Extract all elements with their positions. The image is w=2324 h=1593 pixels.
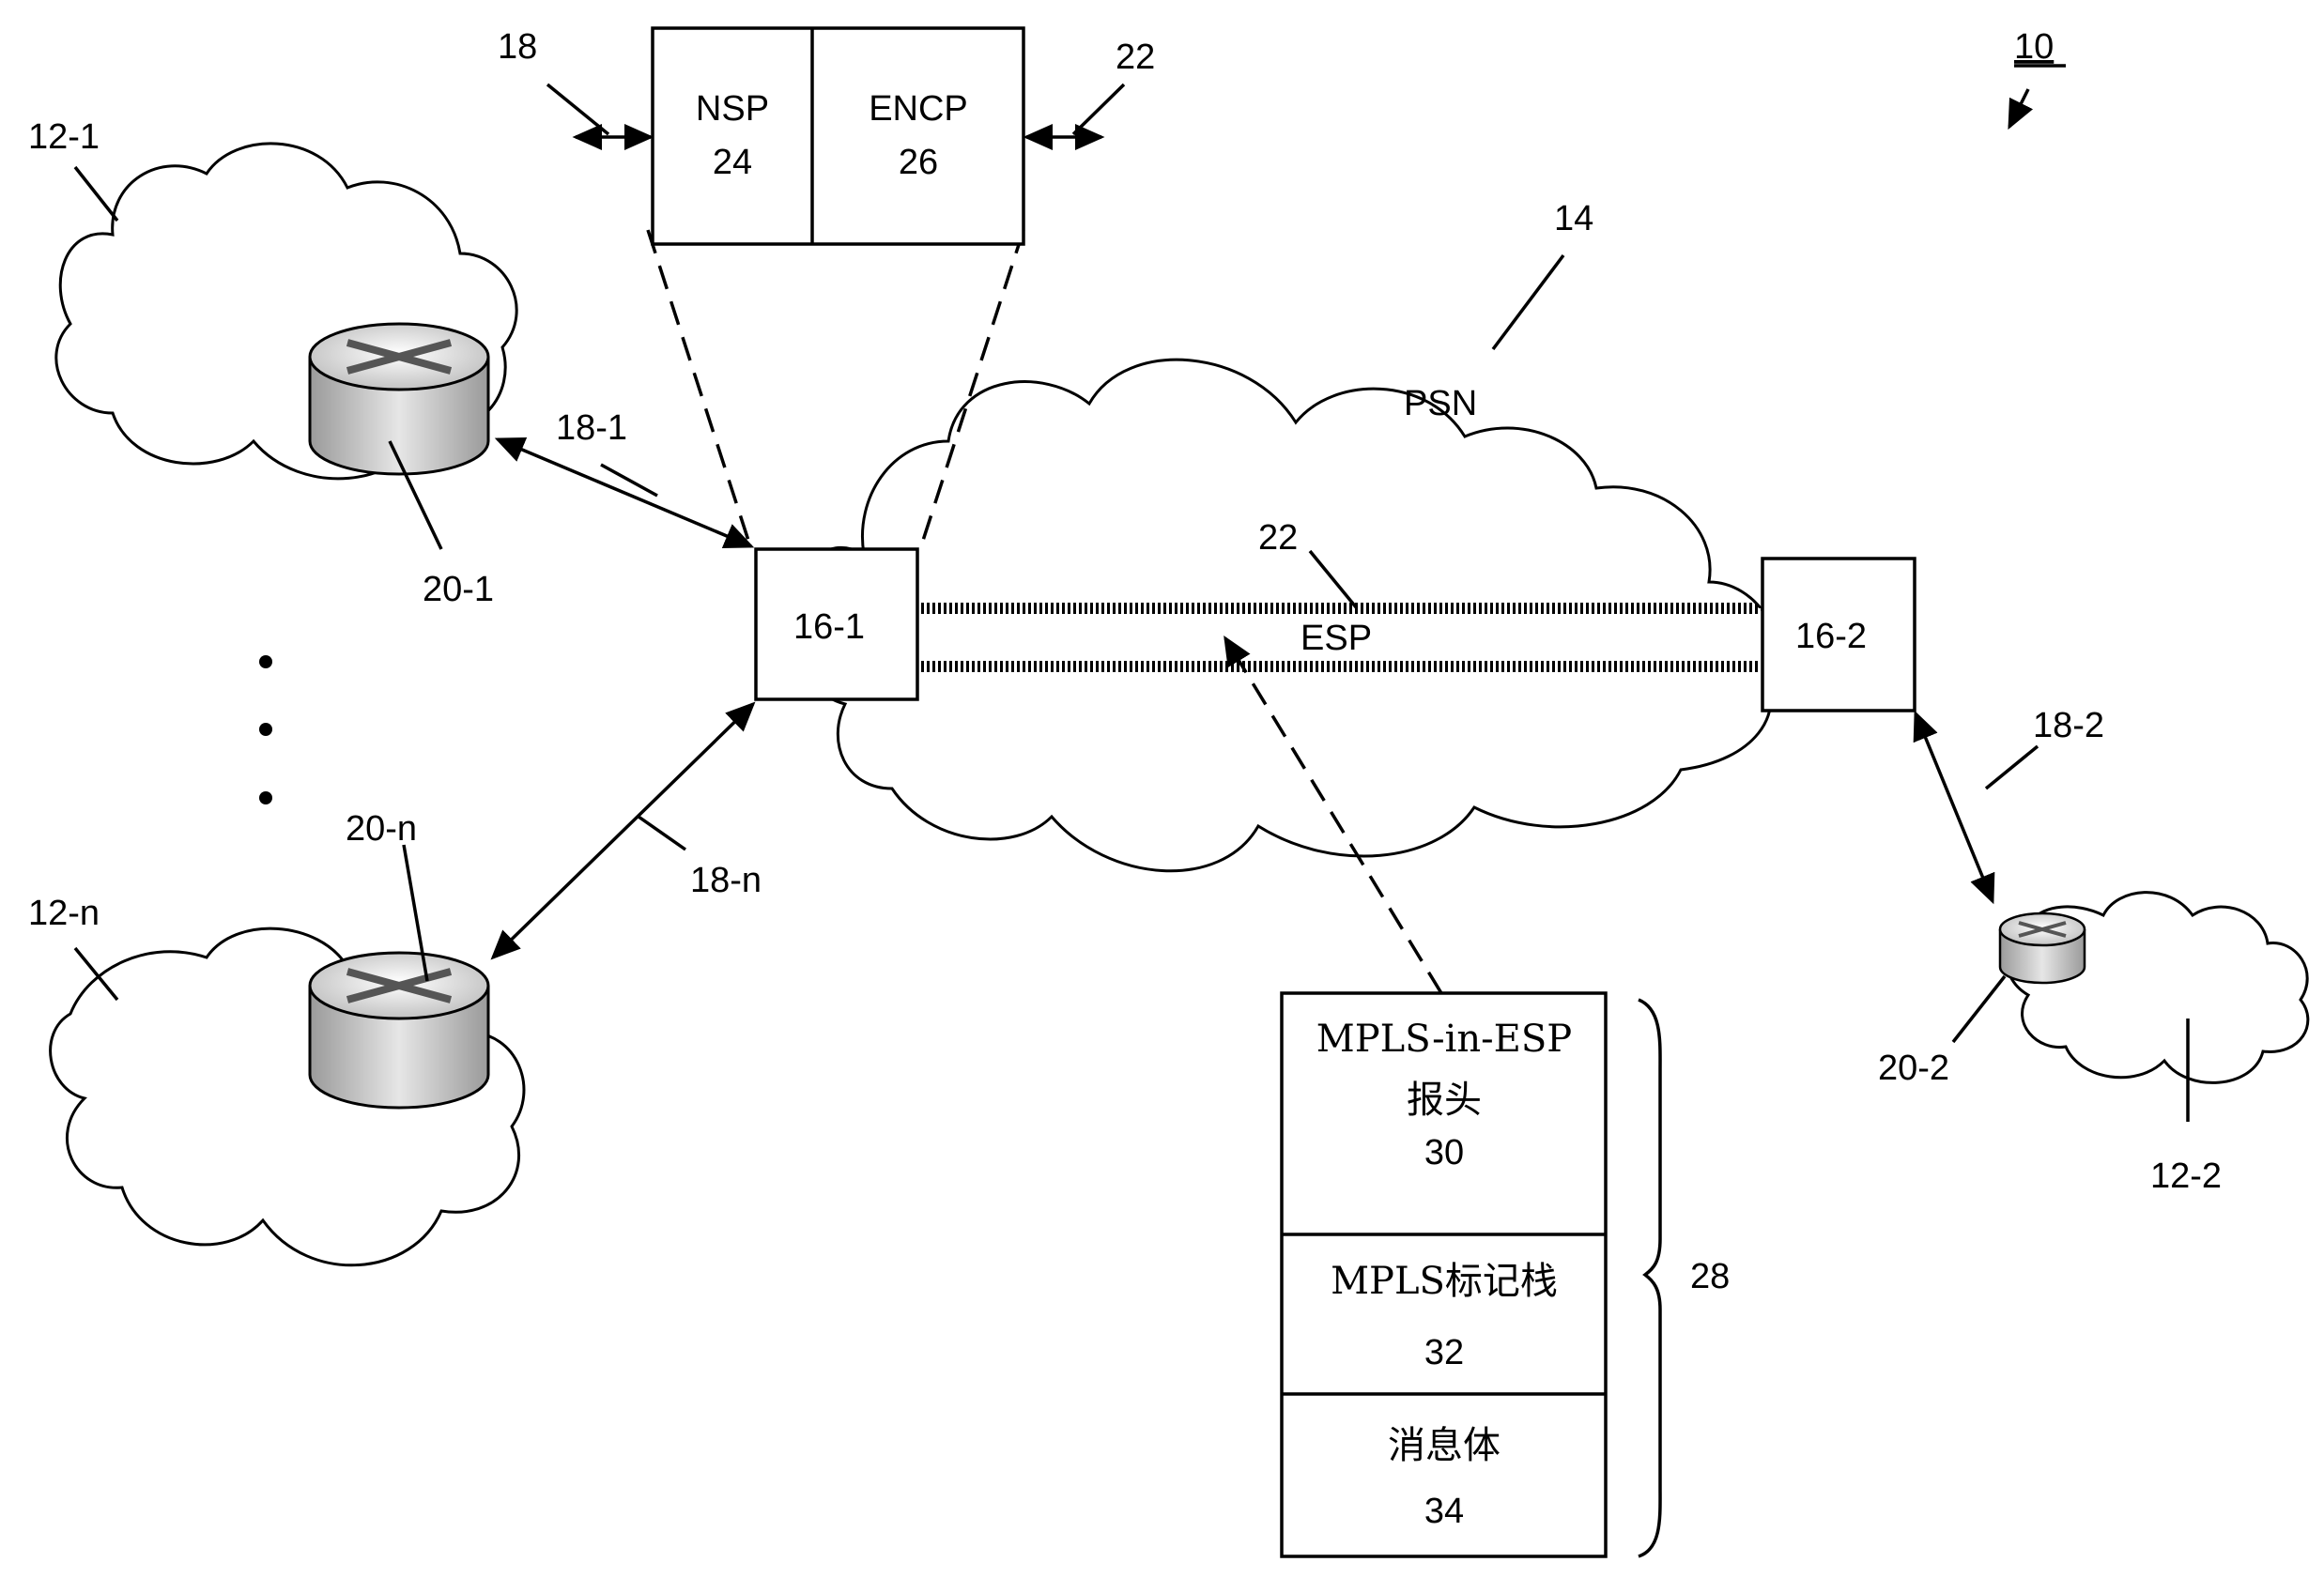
label-18-1: 18-1 bbox=[556, 408, 627, 448]
leader-20-2 bbox=[1951, 974, 2007, 1044]
leader-14 bbox=[1491, 253, 1565, 351]
leader-18-n bbox=[637, 815, 687, 851]
label-nsp: NSP bbox=[696, 89, 769, 129]
packet-stack bbox=[1280, 991, 1608, 1558]
label-encp-ref: 26 bbox=[899, 143, 938, 182]
label-28: 28 bbox=[1690, 1257, 1730, 1296]
link-18-2 bbox=[1913, 710, 1995, 905]
leader-10 bbox=[2008, 88, 2034, 130]
leader-22-top bbox=[1071, 83, 1126, 136]
label-20-1: 20-1 bbox=[423, 570, 494, 609]
packet-pointer-line bbox=[1224, 636, 1443, 994]
label-18-n: 18-n bbox=[690, 861, 762, 900]
leader-12-n bbox=[73, 946, 119, 1002]
figure-ref: 10 bbox=[2014, 27, 2054, 67]
packet-body: 消息体 bbox=[1388, 1424, 1501, 1467]
leader-18-1 bbox=[600, 463, 658, 498]
label-psn: PSN bbox=[1404, 384, 1477, 423]
label-12-n: 12-n bbox=[28, 894, 100, 933]
router-arrows-icon bbox=[346, 339, 453, 375]
router-20-2 bbox=[1998, 911, 2086, 985]
leader-20-n bbox=[402, 844, 429, 982]
label-18-2: 18-2 bbox=[2033, 706, 2104, 745]
leader-18 bbox=[546, 83, 610, 136]
pe-detail-box bbox=[651, 26, 1025, 246]
pe-node-16-2 bbox=[1761, 557, 1916, 712]
packet-header-line1: MPLS-in-ESP bbox=[1316, 1018, 1572, 1061]
label-encp: ENCP bbox=[869, 89, 968, 129]
leader-20-1 bbox=[388, 440, 443, 550]
zoom-line-left bbox=[646, 229, 753, 550]
leader-12-1 bbox=[73, 165, 119, 222]
packet-body-ref: 34 bbox=[1424, 1492, 1464, 1531]
packet-label-stack: MPLS标记栈 bbox=[1331, 1260, 1558, 1303]
label-22-detail: 22 bbox=[1116, 38, 1155, 77]
link-18-1 bbox=[494, 437, 755, 549]
leader-22-tunnel bbox=[1308, 549, 1359, 610]
label-20-n: 20-n bbox=[346, 809, 417, 849]
label-nsp-ref: 24 bbox=[713, 143, 752, 182]
link-18-n bbox=[490, 701, 756, 960]
label-14: 14 bbox=[1554, 199, 1593, 238]
label-12-1: 12-1 bbox=[28, 117, 100, 157]
leader-18-2 bbox=[1984, 744, 2039, 790]
packet-header-ref: 30 bbox=[1424, 1133, 1464, 1172]
packet-header-line2: 报头 bbox=[1407, 1079, 1482, 1122]
zoom-line-right bbox=[918, 229, 1025, 550]
packet-brace bbox=[1638, 998, 1662, 1558]
label-18-detail: 18 bbox=[498, 27, 537, 67]
label-esp: ESP bbox=[1301, 619, 1372, 658]
label-20-2: 20-2 bbox=[1878, 1049, 1949, 1088]
label-22-tunnel: 22 bbox=[1258, 518, 1298, 558]
packet-label-stack-ref: 32 bbox=[1424, 1333, 1464, 1372]
ellipsis-dots bbox=[259, 655, 272, 804]
router-arrows-icon bbox=[346, 968, 453, 1003]
label-16-1: 16-1 bbox=[793, 607, 865, 647]
router-20-1 bbox=[308, 322, 490, 476]
label-16-2: 16-2 bbox=[1795, 617, 1867, 656]
router-arrows-icon bbox=[2018, 921, 2067, 938]
esp-tunnel bbox=[916, 603, 1761, 672]
pe-node-16-1 bbox=[754, 547, 919, 701]
label-12-2: 12-2 bbox=[2150, 1156, 2222, 1196]
router-20-n bbox=[308, 951, 490, 1110]
